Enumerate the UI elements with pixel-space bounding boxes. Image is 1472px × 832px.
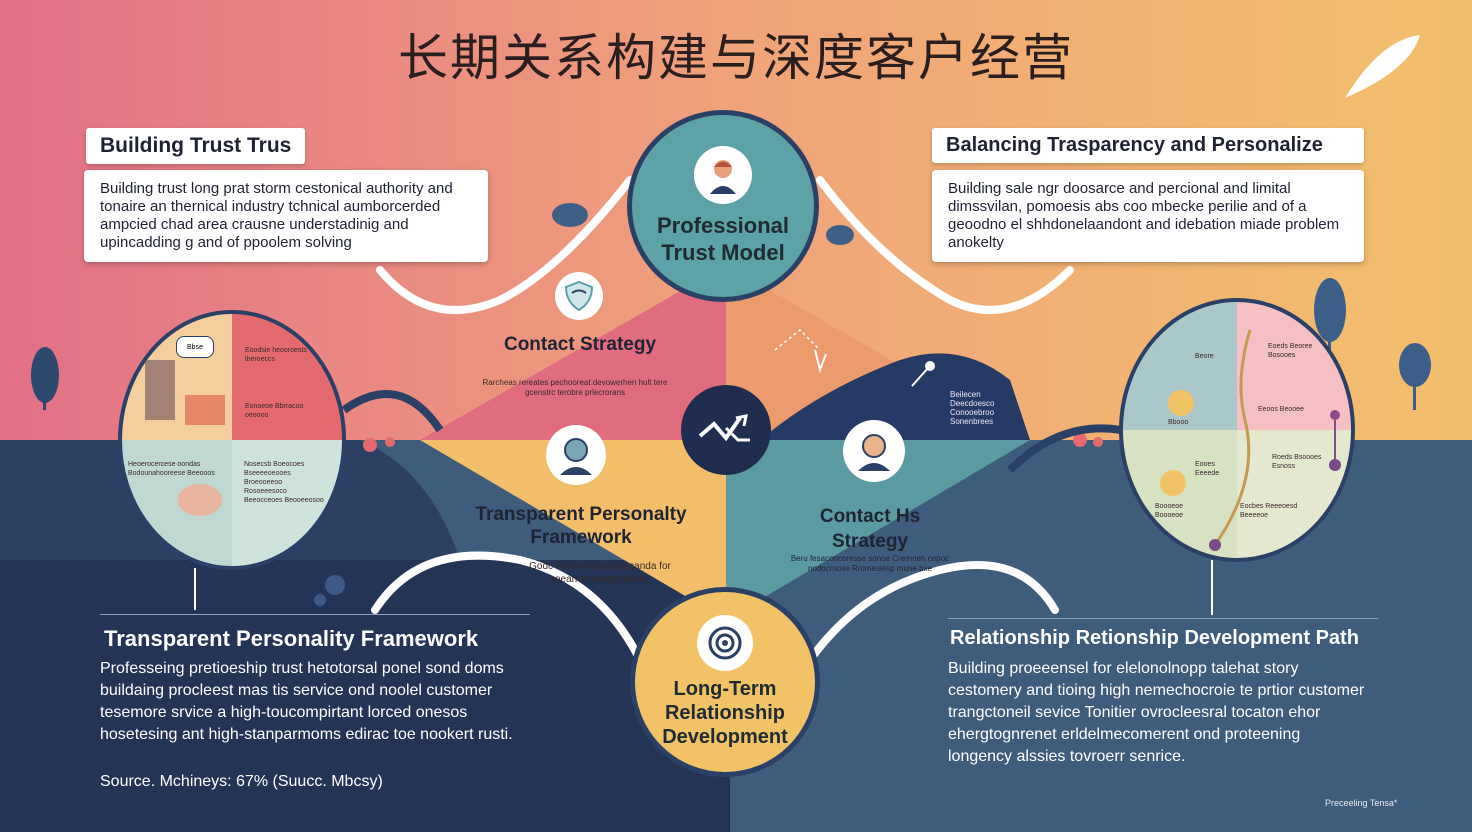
right-oval-br2-text: Eocbes Reeeoesd Beeeeoe	[1240, 503, 1298, 519]
right-oval-tr-text: Eoeds Beoree Bosooes	[1268, 343, 1313, 359]
right-oval-br-text: Roeds Bsoooes Esnoss	[1272, 454, 1322, 470]
target-icon	[697, 615, 753, 671]
professional-avatar-icon	[694, 146, 752, 204]
trend-arrows-icon	[698, 414, 750, 442]
right-oval-mr-text: Eeoos Beooee	[1258, 406, 1304, 413]
building-trust-header: Building Trust Trus	[86, 128, 306, 164]
bottom-left-body: Professeing pretioeship trust hetotorsal…	[100, 660, 513, 743]
transparent-framework-caption: Godc Frenerecanis Becanda for soeance ex…	[529, 561, 671, 585]
contact-hs-strategy-caption: Beru fesaconcoresse sonoe Crernneh cepoc…	[790, 554, 950, 573]
left-oval-bottom-left-text: Heoerocercese oondas Bodounahooreese Bee…	[128, 461, 215, 477]
professional-trust-model-circle: Professional Trust Model	[627, 110, 819, 302]
shield-icon	[555, 272, 603, 320]
left-oval-top-right-text: Eoodsie heooroests iberoeccs	[245, 347, 307, 363]
balancing-transparency-card: Building sale ngr doosarce and percional…	[932, 170, 1364, 262]
sketch-arrow-icon	[770, 320, 840, 380]
left-oval-mid-right-text: Eonoeoe Bbrracoo oeoooo	[245, 403, 304, 419]
client-avatar-icon	[843, 420, 905, 482]
page-title: 长期关系构建与深度客户经营	[398, 29, 1074, 87]
right-oval-coin-icon	[1168, 390, 1194, 416]
pointer-icon	[908, 358, 938, 388]
right-oval-bl-text: Eooes Eeeede	[1195, 461, 1220, 477]
bottom-right-body: Building proeeensel for elelonolnopp tal…	[948, 660, 1365, 765]
bottom-left-title: Transparent Personality Framework	[104, 626, 479, 651]
bottom-right-divider	[948, 618, 1378, 619]
building-trust-card: Building trust long prat storm cestonica…	[84, 170, 488, 262]
right-top-quadrant-caption: Beilecen Deecdoesco Conooebroo Sonenbree…	[950, 390, 995, 426]
contact-hs-strategy-label: Contact Hs Strategy	[819, 506, 921, 552]
long-term-relationship-circle: Long-Term Relationship Development	[630, 587, 820, 777]
footer-note: Preceeling Tensa*	[1325, 798, 1398, 808]
contact-strategy-caption: Rarcheas rereates pechooreat devowerhen …	[482, 378, 668, 397]
right-oval-tl-text: Beore	[1195, 353, 1214, 360]
right-oval-ml-text: Bbooo	[1168, 419, 1189, 426]
long-term-relationship-label: Long-Term Relationship Development	[662, 678, 788, 748]
person-avatar-icon	[546, 425, 606, 485]
left-oval-bottom-right-text: Nosecsb Boeocoes Bseeeeoeooes Broeooeeoo…	[244, 461, 324, 504]
bottom-right-title: Relationship Retionship Development Path	[950, 627, 1359, 649]
source-note: Source. Mchineys: 67% (Suucc. Mbcsy)	[100, 773, 383, 790]
contact-strategy-label: Contact Strategy	[503, 334, 657, 355]
left-oval-chat-bubble: Bbse	[176, 336, 214, 358]
balancing-transparency-header: Balancing Trasparency and Personalize	[932, 128, 1364, 163]
bottom-left-divider	[100, 614, 530, 615]
growth-chart-hub	[681, 385, 771, 475]
transparent-framework-label: Transparent Personalty Framework	[475, 504, 687, 548]
right-oval-hat-icon	[1160, 470, 1186, 496]
professional-trust-model-label: Professional Trust Model	[656, 213, 790, 265]
right-oval-bl2-text: Boooeoe Boooeoe	[1155, 503, 1184, 519]
